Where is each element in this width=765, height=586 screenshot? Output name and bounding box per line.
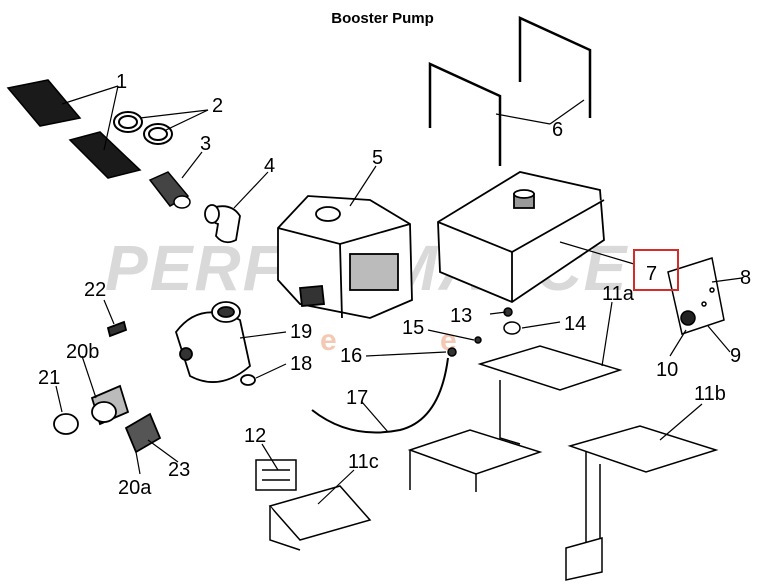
callout-11b[interactable]: 11b [694,383,726,405]
diagram-title: Booster Pump [331,10,434,27]
callout-20a[interactable]: 20a [118,477,152,499]
callout-9[interactable]: 9 [730,345,741,367]
callout-13[interactable]: 13 [450,305,472,327]
callout-22[interactable]: 22 [84,279,106,301]
part-2-hose-clamps[interactable] [113,111,173,145]
part-11a-frame[interactable] [407,345,623,492]
callout-21[interactable]: 21 [38,367,60,389]
highlight-box-part-7 [633,249,679,291]
callout-10[interactable]: 10 [656,359,678,381]
part-6-handles[interactable] [428,16,592,166]
part-5-engine[interactable] [277,195,413,319]
callout-14[interactable]: 14 [564,313,586,335]
callout-5[interactable]: 5 [372,147,383,169]
callout-7[interactable]: 7 [646,263,657,285]
callout-8[interactable]: 8 [740,267,751,289]
part-18-19-pump-housing[interactable] [175,301,256,386]
part-8-9-10-mounting-plate[interactable] [667,257,725,335]
callout-23[interactable]: 23 [168,459,190,481]
part-4-elbow[interactable] [204,204,241,244]
callout-3[interactable]: 3 [200,133,211,155]
callout-16[interactable]: 16 [340,345,362,367]
part-7-fuel-tank[interactable] [437,171,605,304]
callout-18[interactable]: 18 [290,353,312,375]
callout-20b[interactable]: 20b [66,341,99,363]
callout-4[interactable]: 4 [264,155,275,177]
part-17-fuel-line[interactable] [311,357,449,434]
leader-lines [55,85,743,505]
callout-1[interactable]: 1 [116,71,127,93]
callout-12[interactable]: 12 [244,425,266,447]
part-11c-12-bracket[interactable] [255,459,372,551]
callout-17[interactable]: 17 [346,387,368,409]
watermark-accent-e: e [320,324,337,357]
callout-11c[interactable]: 11c [348,451,379,473]
callout-15[interactable]: 15 [402,317,424,339]
part-3-hose-fitting[interactable] [148,171,191,209]
part-1-strainer-pads[interactable] [6,79,142,179]
callout-11a[interactable]: 11a [602,283,635,305]
part-11b-frame[interactable] [565,425,719,581]
callout-6[interactable]: 6 [552,119,563,141]
callout-19[interactable]: 19 [290,321,312,343]
part-13-16-fittings[interactable] [447,307,521,357]
callout-2[interactable]: 2 [212,95,223,117]
